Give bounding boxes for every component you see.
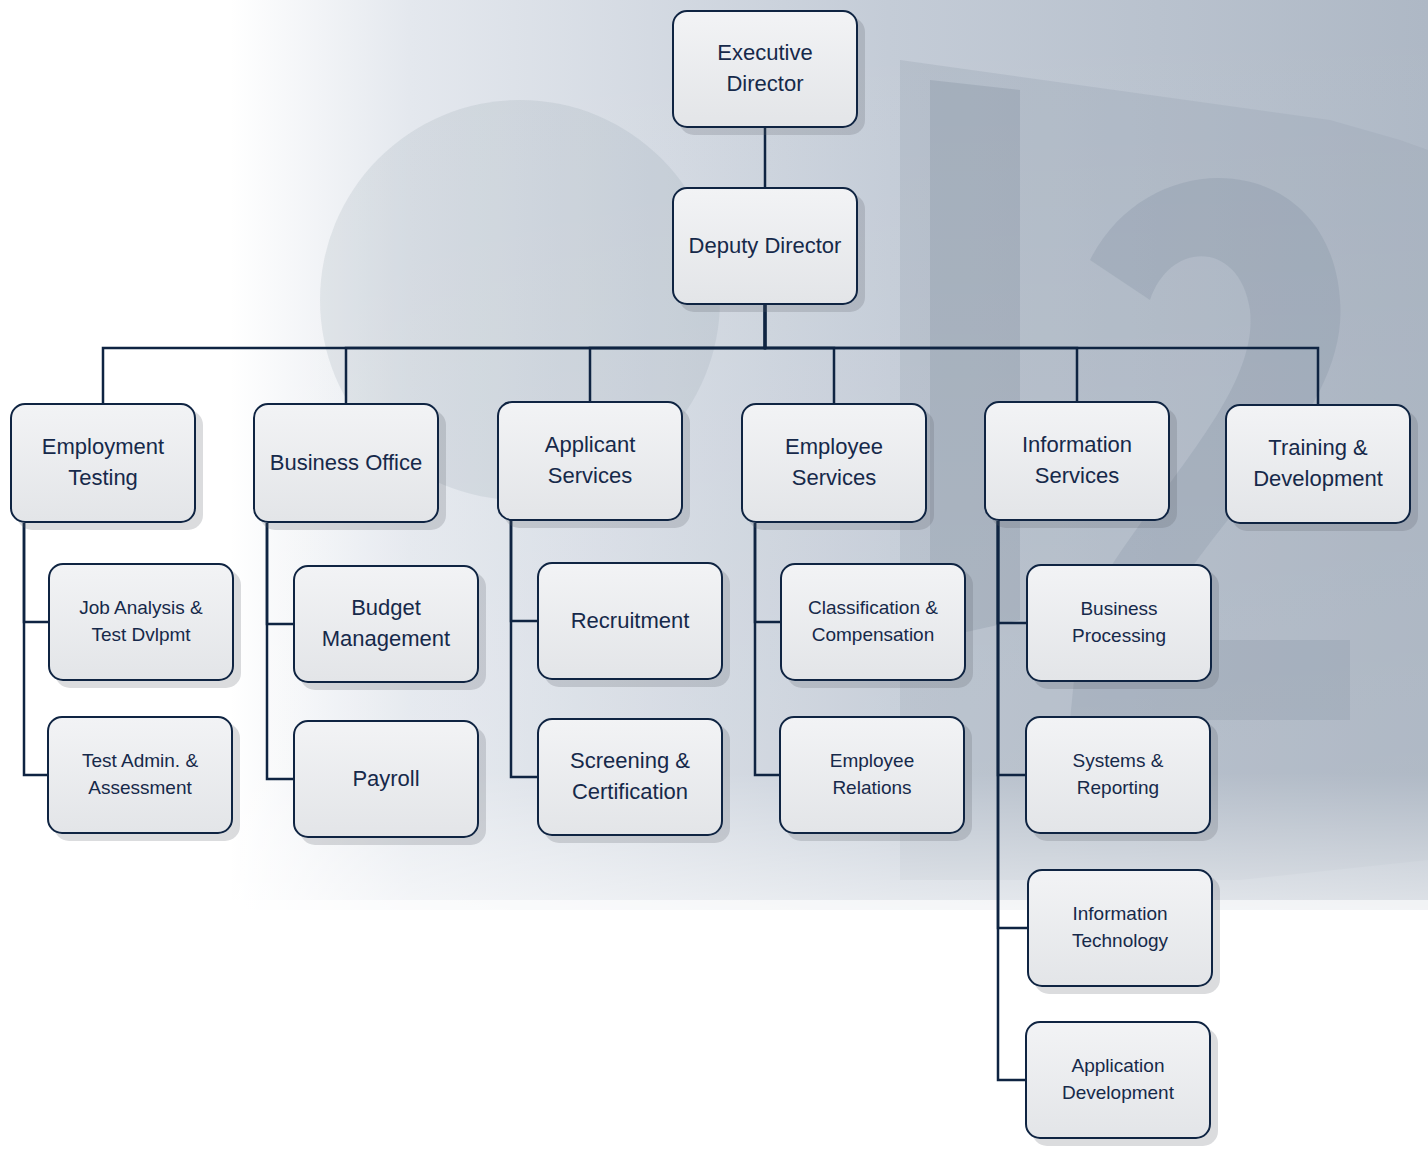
org-connector	[998, 521, 1026, 623]
box-label: Payroll	[352, 764, 419, 795]
org-connector	[267, 523, 293, 779]
org-connector	[24, 523, 47, 775]
org-connector	[24, 523, 48, 622]
box-label: Applicant Services	[509, 430, 671, 492]
department-box: Classification & Compensation	[780, 563, 966, 681]
box-label: Business Office	[270, 448, 422, 479]
box-label: Screening & Certification	[549, 746, 711, 808]
department-box: Employee Services	[741, 403, 927, 523]
box-label: Training & Development	[1237, 433, 1399, 495]
box-label: Budget Management	[305, 593, 467, 655]
org-connector	[998, 521, 1025, 1080]
org-connector	[103, 305, 765, 403]
box-label: Executive Director	[684, 38, 846, 100]
director-box: Deputy Director	[672, 187, 858, 305]
box-label: Business Processing	[1038, 596, 1200, 649]
department-box: Job Analysis & Test Dvlpmt	[48, 563, 234, 681]
box-label: Employment Testing	[22, 432, 184, 494]
department-box: Employee Relations	[779, 716, 965, 834]
box-label: Systems & Reporting	[1037, 748, 1199, 801]
org-connector	[511, 521, 537, 777]
org-connector	[590, 305, 765, 401]
box-label: Application Development	[1037, 1053, 1199, 1106]
org-connector	[765, 305, 1077, 401]
department-box: Application Development	[1025, 1021, 1211, 1139]
department-box: Information Technology	[1027, 869, 1213, 987]
org-connector	[511, 521, 537, 621]
org-connector	[755, 523, 780, 622]
box-label: Recruitment	[571, 606, 690, 637]
box-label: Information Services	[996, 430, 1158, 492]
box-label: Employee Services	[753, 432, 915, 494]
department-box: Information Services	[984, 401, 1170, 521]
department-box: Systems & Reporting	[1025, 716, 1211, 834]
org-connector	[998, 521, 1025, 775]
department-box: Budget Management	[293, 565, 479, 683]
org-connector	[755, 523, 779, 775]
department-box: Business Processing	[1026, 564, 1212, 682]
org-connector	[765, 305, 834, 403]
department-box: Applicant Services	[497, 401, 683, 521]
department-box: Payroll	[293, 720, 479, 838]
org-connector	[764, 128, 767, 187]
box-label: Test Admin. & Assessment	[59, 748, 221, 801]
department-box: Screening & Certification	[537, 718, 723, 836]
org-connector	[267, 523, 293, 624]
org-connector	[765, 305, 1318, 404]
department-box: Business Office	[253, 403, 439, 523]
box-label: Classification & Compensation	[792, 595, 954, 648]
org-connector	[998, 521, 1027, 928]
box-label: Job Analysis & Test Dvlpmt	[60, 595, 222, 648]
department-box: Recruitment	[537, 562, 723, 680]
department-box: Training & Development	[1225, 404, 1411, 524]
org-connector	[346, 305, 765, 403]
director-box: Executive Director	[672, 10, 858, 128]
department-box: Test Admin. & Assessment	[47, 716, 233, 834]
department-box: Employment Testing	[10, 403, 196, 523]
box-label: Deputy Director	[689, 231, 842, 262]
box-label: Information Technology	[1039, 901, 1201, 954]
box-label: Employee Relations	[791, 748, 953, 801]
